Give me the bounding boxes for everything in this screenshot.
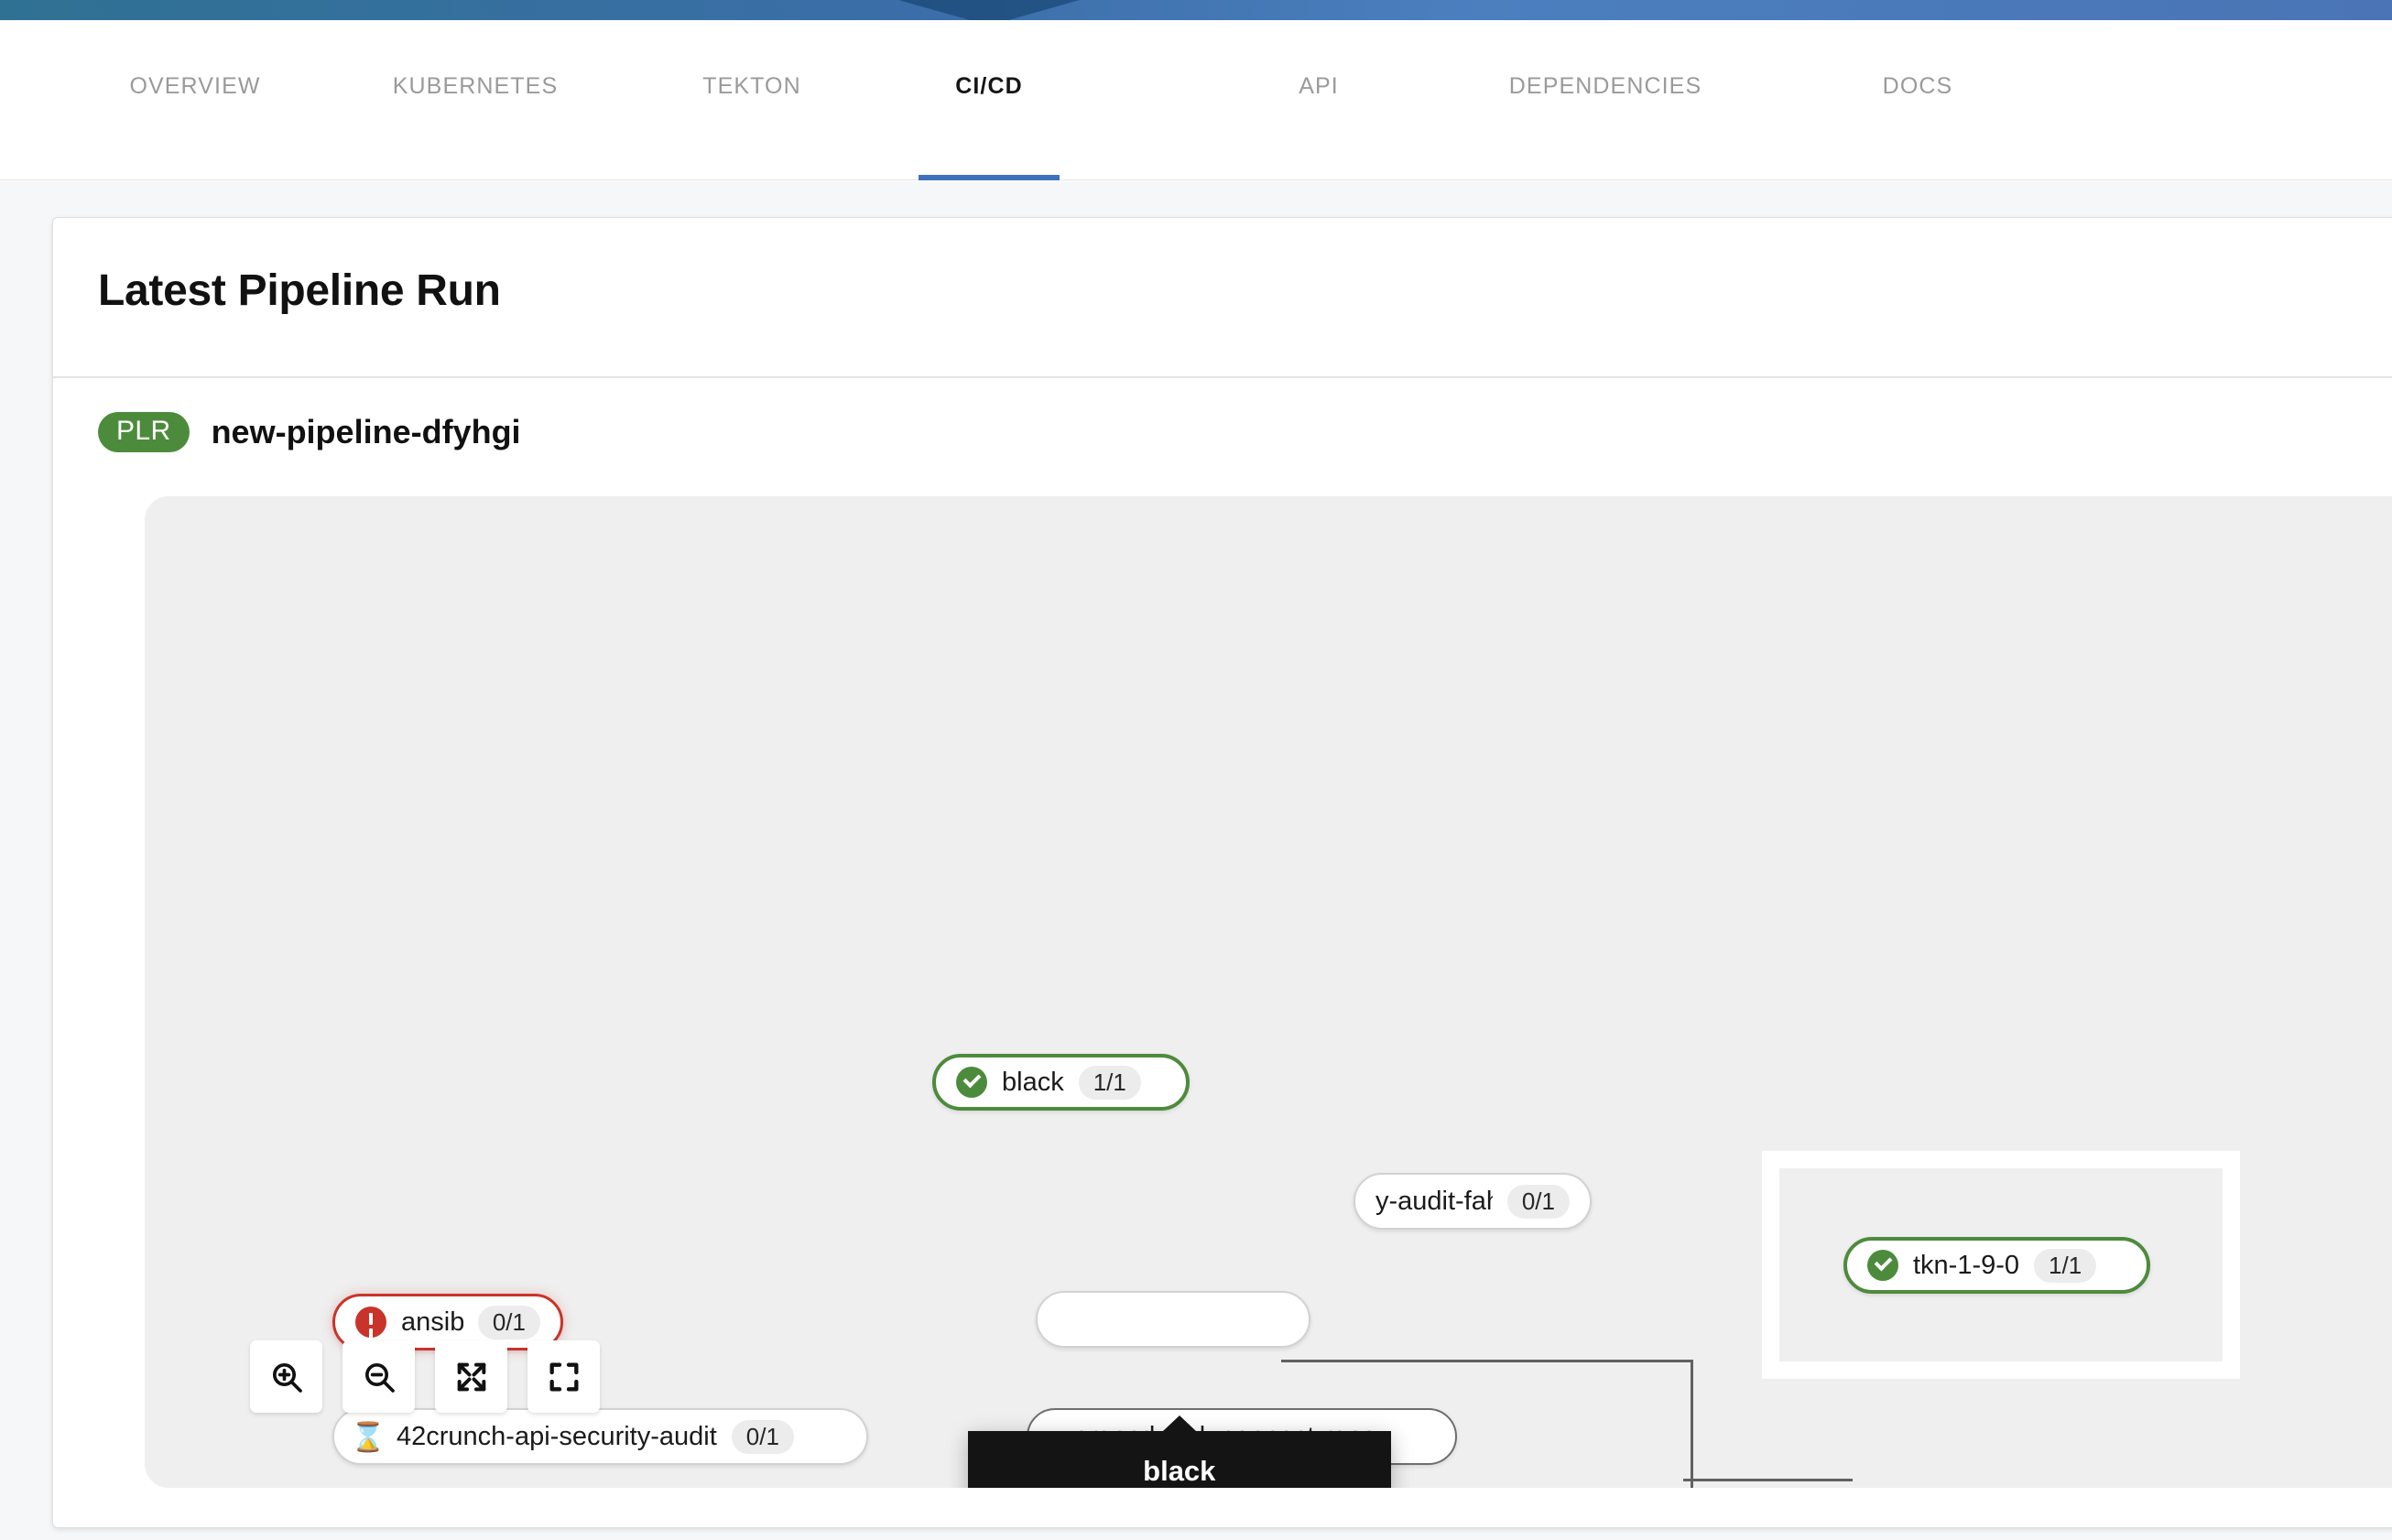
tab-label: CI/CD <box>955 73 1023 99</box>
edge-audit-to-junction <box>1683 1479 1853 1481</box>
expand-arrows-icon <box>457 1362 485 1391</box>
tooltip-arrow-icon <box>1161 1415 1197 1432</box>
pipeline-task-label: black <box>1002 1067 1064 1097</box>
tab-label: OVERVIEW <box>129 73 261 99</box>
zoom-out-icon <box>364 1362 395 1393</box>
check-circle-icon <box>956 1067 987 1098</box>
tab-active-underline <box>667 175 837 180</box>
zoom-in-icon <box>272 1362 302 1393</box>
pipeline-task-badge: 1/1 <box>2034 1248 2097 1283</box>
error-circle-icon <box>355 1307 386 1338</box>
pipeline-task-node-hidden-node[interactable] <box>1036 1291 1310 1348</box>
page-title: Latest Pipeline Run <box>98 266 501 315</box>
reset-view-button[interactable] <box>527 1340 600 1413</box>
zoom-out-button[interactable] <box>342 1340 415 1413</box>
main-tab-bar: OVERVIEW KUBERNETES TEKTON CI/CD API DEPENDEN… <box>0 20 2392 180</box>
graph-toolbar <box>250 1340 600 1413</box>
zoom-in-button[interactable] <box>250 1340 322 1413</box>
task-tooltip: black format-python-code 1s <box>968 1415 1391 1488</box>
pipeline-task-badge: 0/1 <box>731 1419 794 1454</box>
tab-active-underline <box>1858 175 1977 180</box>
pipeline-task-node-black[interactable]: black 1/1 <box>932 1054 1190 1111</box>
tab-dependencies[interactable]: DEPENDENCIES <box>1459 20 1752 180</box>
check-circle-icon <box>1867 1250 1898 1281</box>
tab-label: DEPENDENCIES <box>1508 73 1702 99</box>
tab-active-underline <box>103 175 287 180</box>
tab-api[interactable]: API <box>1273 20 1365 180</box>
tab-overview[interactable]: OVERVIEW <box>103 20 287 180</box>
card-header: Latest Pipeline Run <box>53 218 2392 378</box>
finally-group-box <box>1762 1151 2240 1379</box>
tab-active-underline <box>919 175 1060 180</box>
tooltip-title: black <box>1143 1455 1216 1487</box>
pipeline-task-node-tkn-1-9-0[interactable]: tkn-1-9-0 1/1 <box>1843 1237 2150 1294</box>
edge-black-to-junction <box>1281 1360 1693 1362</box>
pipeline-task-badge: 1/1 <box>1078 1065 1141 1100</box>
pipeline-task-node-42crunch-api-security-audit[interactable]: ⌛ 42crunch-api-security-audit 0/1 <box>332 1408 868 1465</box>
pipeline-task-label: ansible-builder <box>401 1307 463 1337</box>
tab-active-underline <box>1273 175 1365 180</box>
tab-active-underline <box>356 175 594 180</box>
pipeline-task-node-api-security-audit-fail[interactable]: y-audit-fah 0/1 <box>1354 1173 1592 1230</box>
pipeline-run-header: PLR new-pipeline-dfyhgi <box>98 412 521 452</box>
pipeline-task-badge: 0/1 <box>1506 1184 1570 1219</box>
latest-pipeline-run-card: Latest Pipeline Run PLR new-pipeline-dfy… <box>52 217 2392 1528</box>
pipeline-task-label: 42crunch-api-security-audit <box>397 1421 717 1451</box>
plr-badge: PLR <box>98 412 190 452</box>
pipeline-run-name[interactable]: new-pipeline-dfyhgi <box>211 413 521 450</box>
brand-wedge-shape <box>879 0 1099 20</box>
fullscreen-corners-icon <box>549 1362 578 1391</box>
tab-kubernetes[interactable]: KUBERNETES <box>356 20 594 180</box>
page-body: Latest Pipeline Run PLR new-pipeline-dfy… <box>0 181 2392 1540</box>
pipeline-task-label: y-audit-fah <box>1375 1186 1493 1216</box>
tab-label: TEKTON <box>702 73 801 99</box>
pipeline-graph-canvas[interactable]: black 1/1 y-audit-fah 0/1 ansible-builder 0/1… <box>145 496 2392 1488</box>
tab-ci-cd[interactable]: CI/CD <box>919 20 1060 180</box>
brand-gradient-bar <box>0 0 2392 20</box>
pipeline-task-badge: 0/1 <box>477 1305 540 1339</box>
edge-vertical-top <box>1691 1360 1693 1488</box>
hourglass-icon: ⌛ <box>350 1420 386 1453</box>
tab-docs[interactable]: DOCS <box>1858 20 1977 180</box>
fit-to-screen-button[interactable] <box>435 1340 507 1413</box>
pipeline-task-label: tkn-1-9-0 <box>1913 1250 2020 1280</box>
tab-label: API <box>1299 73 1339 99</box>
tab-label: KUBERNETES <box>392 73 559 99</box>
tab-active-underline <box>1459 175 1752 180</box>
tab-label: DOCS <box>1882 73 1953 99</box>
tab-tekton[interactable]: TEKTON <box>667 20 837 180</box>
